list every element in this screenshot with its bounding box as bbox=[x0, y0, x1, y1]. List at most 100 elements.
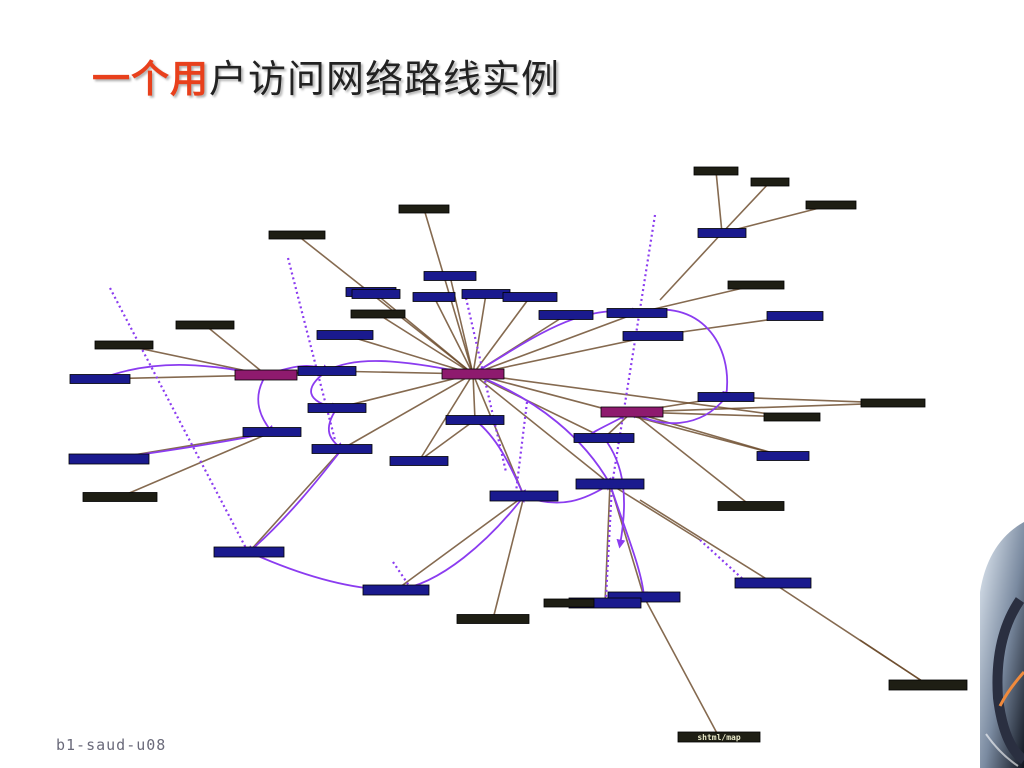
route-segment-4 bbox=[636, 308, 732, 401]
route-segment-7 bbox=[472, 373, 612, 488]
graph-caption: b1-saud-u08 bbox=[56, 736, 167, 754]
dotted-link-7 bbox=[604, 484, 614, 599]
graph-node-d15 bbox=[888, 679, 968, 691]
edge-5 bbox=[472, 312, 638, 375]
graph-node-b16 bbox=[242, 427, 302, 437]
graph-node-d3 bbox=[805, 200, 857, 210]
graph-node-b6 bbox=[502, 292, 558, 302]
graph-node-d2 bbox=[750, 177, 790, 187]
graph-node-b14 bbox=[697, 392, 755, 402]
edge-1 bbox=[433, 296, 474, 375]
graph-node-d5 bbox=[268, 230, 326, 240]
graph-node-b12 bbox=[69, 374, 131, 384]
edge-12 bbox=[341, 373, 474, 450]
edge-15 bbox=[423, 208, 474, 375]
edge-22 bbox=[715, 170, 723, 234]
edge-32 bbox=[631, 411, 752, 507]
edge-41 bbox=[492, 495, 525, 620]
graph-node-b13 bbox=[766, 311, 824, 321]
graph-node-b8 bbox=[538, 310, 594, 320]
graph-node-b1 bbox=[697, 228, 747, 238]
graph-node-d4 bbox=[398, 204, 450, 214]
route-segment-15 bbox=[257, 374, 275, 435]
route-segment-17 bbox=[474, 419, 526, 500]
graph-node-b18 bbox=[445, 415, 505, 425]
user-route-layer bbox=[99, 307, 732, 601]
dotted-link-2 bbox=[610, 214, 657, 486]
slide-title-rest: 户访问网络路线实例 bbox=[209, 57, 561, 101]
edge-17 bbox=[336, 373, 474, 409]
edge-50 bbox=[639, 499, 774, 584]
graph-node-b27 bbox=[607, 591, 681, 603]
dotted-link-5 bbox=[392, 561, 413, 591]
graph-node-d13 bbox=[717, 501, 785, 511]
slide-title: 一个用户访问网络路线实例 bbox=[92, 48, 560, 103]
graph-node-b22 bbox=[756, 451, 810, 461]
graph-node-b11 bbox=[297, 366, 357, 376]
edge-2 bbox=[472, 293, 487, 375]
graph-node-b21 bbox=[389, 456, 449, 466]
node-layer: shtml/map bbox=[68, 166, 968, 743]
route-segment-8 bbox=[609, 483, 649, 601]
route-segment-9 bbox=[310, 370, 341, 412]
dotted-link-4 bbox=[514, 401, 529, 493]
edge-10 bbox=[472, 373, 476, 421]
graph-node-d1 bbox=[693, 166, 739, 176]
graph-node-b17 bbox=[311, 444, 373, 454]
graph-node-b26 bbox=[362, 584, 430, 596]
route-segment-11 bbox=[246, 448, 343, 555]
edge-51 bbox=[859, 639, 929, 686]
graph-node-d8 bbox=[94, 340, 154, 350]
graph-node-hub bbox=[441, 368, 505, 380]
graph-node-b23 bbox=[489, 490, 559, 502]
graph-node-d17 bbox=[677, 731, 761, 743]
edge-31 bbox=[631, 411, 784, 457]
edge-30 bbox=[631, 402, 894, 413]
graph-node-d16 bbox=[543, 598, 595, 608]
graph-node-b9 bbox=[606, 308, 668, 318]
graph-node-d11 bbox=[860, 398, 926, 408]
edge-14 bbox=[472, 373, 611, 485]
graph-node-b20 bbox=[68, 453, 150, 465]
graph-node-d12 bbox=[82, 492, 158, 502]
graph-node-left_mag bbox=[234, 369, 298, 381]
graph-node-b2 bbox=[423, 271, 477, 281]
edge-18 bbox=[472, 373, 793, 418]
edge-49 bbox=[609, 483, 701, 541]
edge-40 bbox=[248, 448, 343, 553]
graph-node-d14 bbox=[456, 614, 530, 624]
graph-node-d9 bbox=[350, 309, 406, 319]
edge-8 bbox=[344, 334, 474, 375]
corner-decoration-image bbox=[980, 522, 1024, 768]
graph-node-d6 bbox=[727, 280, 785, 290]
edge-23 bbox=[721, 181, 771, 234]
dotted-link-6 bbox=[699, 539, 747, 583]
graph-node-d10 bbox=[763, 412, 821, 422]
edge-44 bbox=[604, 483, 611, 604]
edge-39 bbox=[119, 431, 273, 498]
graph-node-b7 bbox=[316, 330, 374, 340]
graph-node-b28 bbox=[734, 577, 812, 589]
edge-42 bbox=[395, 495, 525, 591]
graph-node-hub2 bbox=[600, 406, 664, 418]
slide-title-accent: 一个用 bbox=[92, 57, 210, 101]
graph-node-label-d17: shtml/map bbox=[697, 733, 741, 742]
graph-node-b25 bbox=[213, 546, 285, 558]
graph-node-b10 bbox=[622, 331, 684, 341]
route-segment-10 bbox=[327, 407, 345, 452]
graph-node-b24 bbox=[575, 478, 645, 490]
edge-21 bbox=[375, 293, 474, 375]
edge-9 bbox=[377, 313, 474, 375]
graph-node-b4 bbox=[412, 292, 456, 302]
edge-13 bbox=[472, 373, 605, 439]
graph-node-b19 bbox=[573, 433, 635, 443]
edge-34 bbox=[204, 324, 267, 376]
graph-node-d7 bbox=[175, 320, 235, 330]
graph-node-b15 bbox=[307, 403, 367, 413]
edge-3 bbox=[472, 296, 531, 375]
graph-node-b30 bbox=[351, 289, 401, 299]
edge-48 bbox=[418, 419, 476, 462]
edge-6 bbox=[472, 335, 654, 375]
edge-25 bbox=[659, 232, 723, 301]
